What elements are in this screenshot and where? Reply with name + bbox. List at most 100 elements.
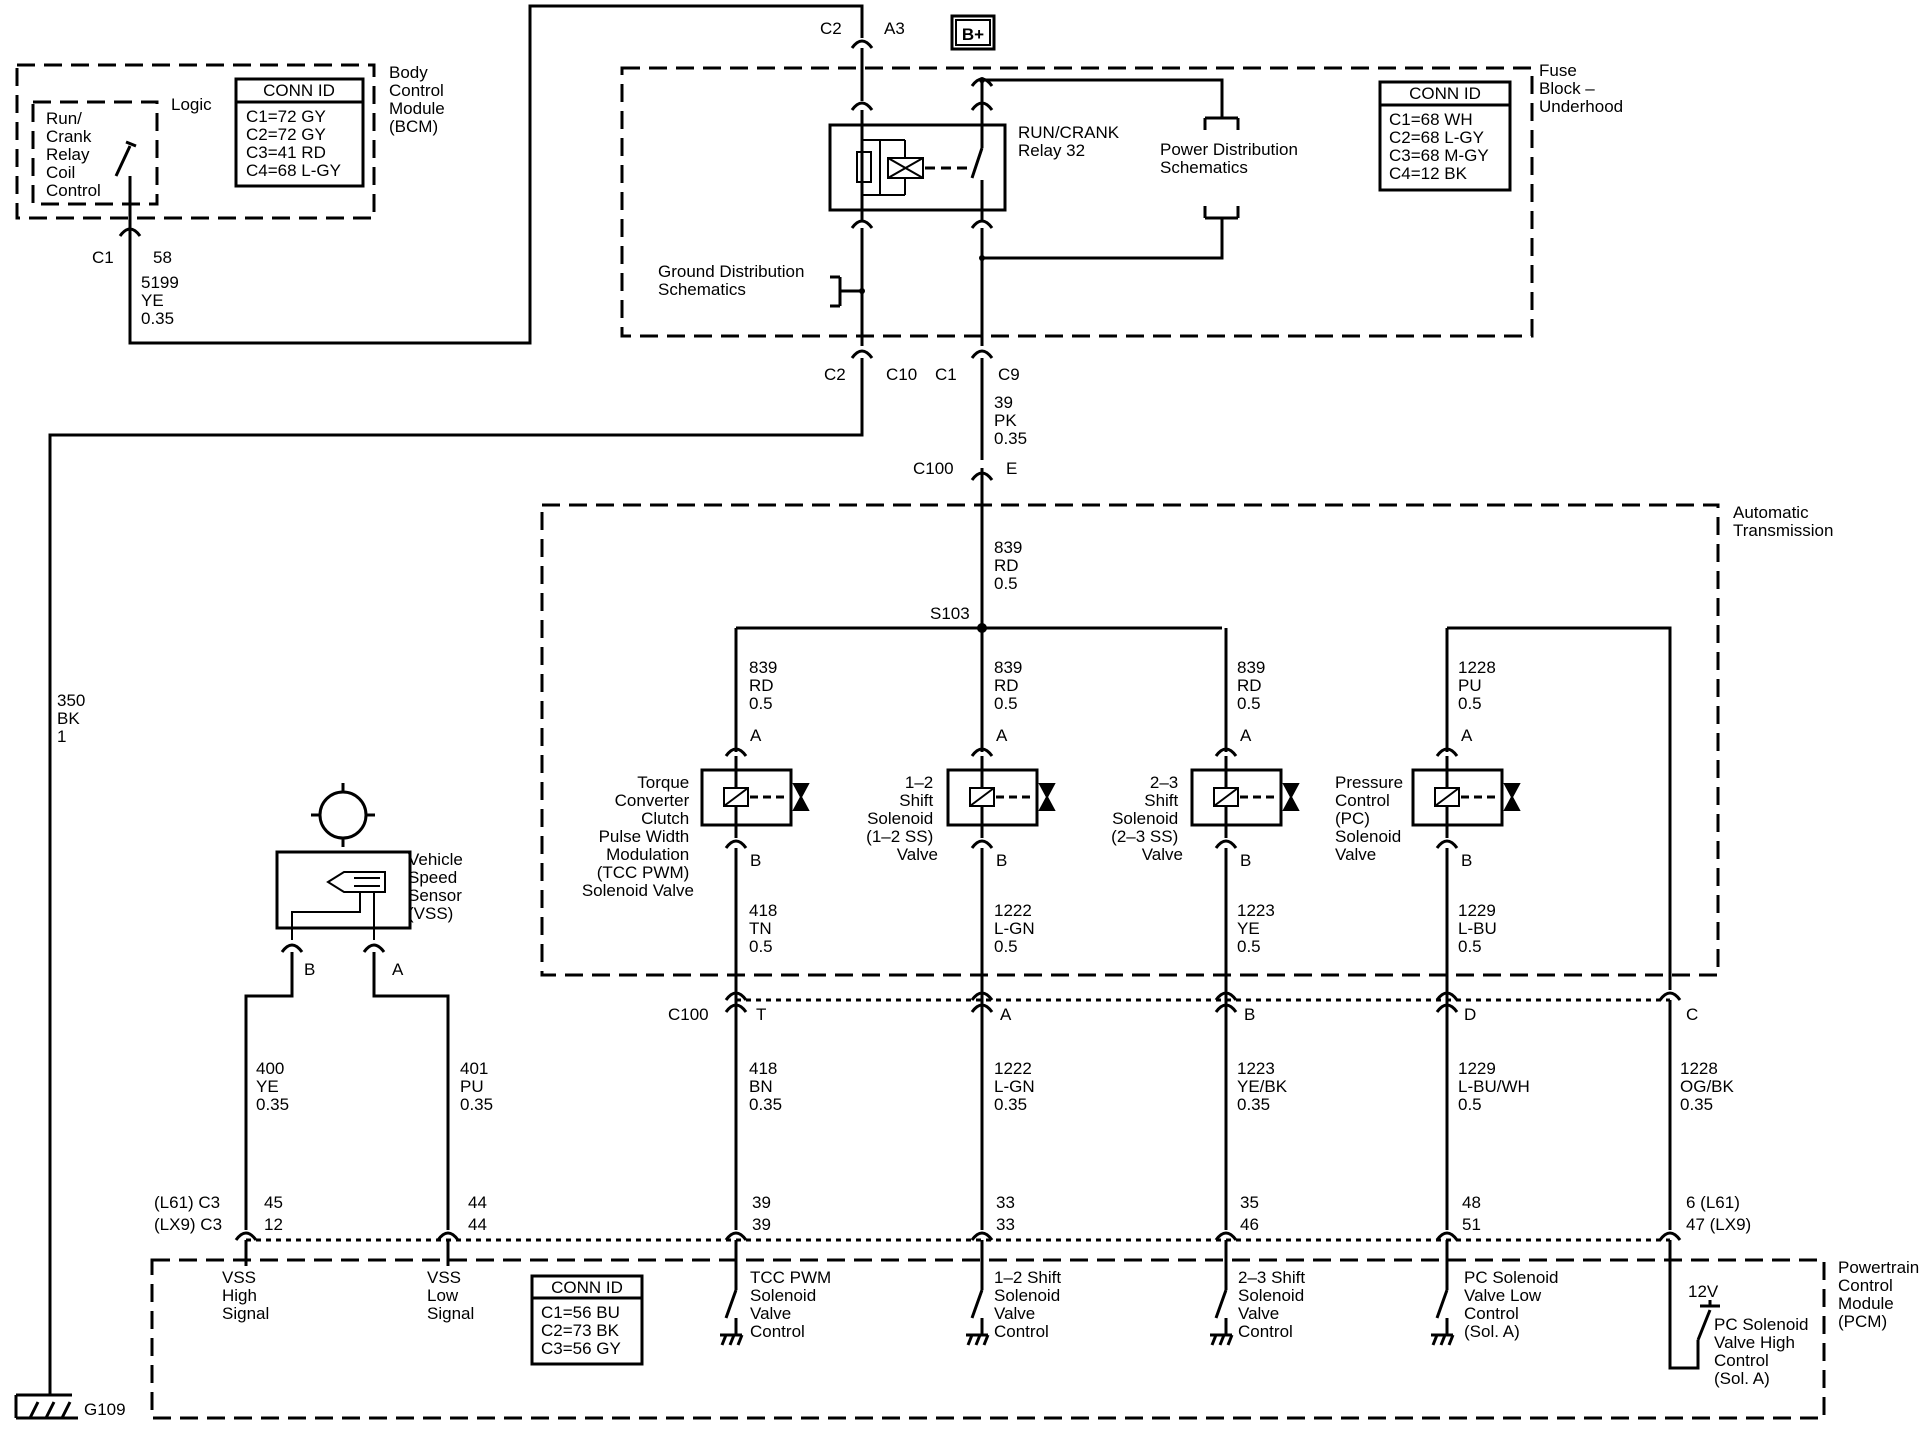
auto-trans-outline bbox=[540, 503, 1720, 977]
bcm-block-label: Run/ Crank Relay Coil Control bbox=[46, 109, 101, 200]
solenoid-label-12ss: 1–2 Shift Solenoid (1–2 SS) Valve bbox=[866, 773, 938, 864]
svg-text:C2=72 GY: C2=72 GY bbox=[246, 125, 326, 144]
pin-a-label: A bbox=[996, 726, 1008, 745]
c100-pin-b: B bbox=[1244, 1005, 1255, 1024]
pcm-pin-bottom: 46 bbox=[1240, 1215, 1259, 1234]
low-side-switch bbox=[1435, 1260, 1449, 1335]
solenoid-23ss: AB bbox=[1190, 628, 1300, 1230]
fuse-block: Fuse Block – Underhood bbox=[1539, 61, 1623, 116]
pin-b-label: B bbox=[1240, 851, 1251, 870]
module-outlines bbox=[15, 63, 1826, 1420]
solenoid-label-pc: Pressure Control (PC) Solenoid Valve bbox=[1335, 773, 1408, 864]
wire-1222-out-label: 1222 L-GN 0.35 bbox=[994, 1059, 1039, 1114]
pcm-connector bbox=[970, 1231, 994, 1241]
wire-401-label: 401 PU 0.35 bbox=[460, 1059, 493, 1114]
wire-418-in-label: 418 TN 0.5 bbox=[749, 901, 782, 956]
wire-400-label: 400 YE 0.35 bbox=[256, 1059, 289, 1114]
low-side-switch bbox=[724, 1260, 738, 1335]
bcm-inner-block bbox=[31, 100, 159, 206]
pin-a-label: A bbox=[1240, 726, 1252, 745]
wire-418-out-label: 418 BN 0.35 bbox=[749, 1059, 782, 1114]
splice-s103-label: S103 bbox=[930, 604, 970, 623]
conn-table-pcm: CONN ID C1=56 BU C2=73 BK C3=56 GY bbox=[530, 1274, 644, 1366]
solenoid-12ss: AB bbox=[946, 628, 1056, 1230]
svg-text:C100: C100 bbox=[913, 459, 954, 478]
bcm-connector: C1 58 bbox=[92, 227, 172, 267]
conn-table-bcm: CONN ID C1=72 GY C2=72 GY C3=41 RD C4=68… bbox=[234, 77, 365, 188]
c100-connector-half bbox=[1435, 1003, 1459, 1013]
pcm-connector bbox=[724, 1231, 748, 1241]
pin-b-label: B bbox=[750, 851, 761, 870]
pin-b-label: B bbox=[996, 851, 1007, 870]
pcm-pin-top: 39 bbox=[752, 1193, 771, 1212]
pcm-outline bbox=[150, 1258, 1826, 1420]
connector-c2-a3: C2 A3 bbox=[820, 19, 905, 49]
solenoid-coil-slash bbox=[723, 787, 749, 807]
wire-1229-out-label: 1229 L-BU/WH 0.5 bbox=[1458, 1059, 1535, 1114]
pcm-ss12-label: 1–2 Shift Solenoid Valve Control bbox=[994, 1268, 1066, 1341]
c100-conn-c bbox=[1658, 991, 1682, 1001]
pin-a-connector bbox=[1214, 747, 1238, 757]
svg-text:C2=73 BK: C2=73 BK bbox=[541, 1321, 620, 1340]
pcm-connector bbox=[1214, 1231, 1238, 1241]
auto-trans-name: Automatic Transmission bbox=[1733, 503, 1833, 540]
svg-text:Ground Distribution: Ground Distribution bbox=[658, 262, 804, 281]
wire-839-2-label: 839 RD 0.5 bbox=[994, 658, 1027, 713]
wire-839-1-label: 839 RD 0.5 bbox=[749, 658, 782, 713]
svg-text:C1=56 BU: C1=56 BU bbox=[541, 1303, 620, 1322]
wire-1223-out-label: 1223 YE/BK 0.35 bbox=[1237, 1059, 1292, 1114]
pcm-pin-top: 35 bbox=[1240, 1193, 1259, 1212]
power-dist-ref bbox=[982, 116, 1240, 260]
svg-text:C1: C1 bbox=[935, 365, 957, 384]
pin-b-connector bbox=[724, 839, 748, 849]
wire-5199-label: 5199 YE 0.35 bbox=[141, 273, 184, 328]
wire-400 bbox=[244, 952, 294, 1230]
pcm-pin-top: 33 bbox=[996, 1193, 1015, 1212]
bcm-outline bbox=[15, 63, 376, 220]
svg-text:C3=68 M-GY: C3=68 M-GY bbox=[1389, 146, 1489, 165]
pcm-pc-high-label: PC Solenoid Valve High Control (Sol. A) bbox=[1714, 1315, 1813, 1388]
pcm-pin-bottom: 51 bbox=[1462, 1215, 1481, 1234]
svg-text:G109: G109 bbox=[84, 1400, 126, 1419]
c100-connector bbox=[1214, 991, 1238, 1001]
solenoid-coil-slash bbox=[1213, 787, 1239, 807]
vss-sensor: B A Vehicle Speed Sensor (VSS) bbox=[275, 783, 468, 979]
pin-b-connector bbox=[1435, 839, 1459, 849]
svg-text:CONN ID: CONN ID bbox=[1409, 84, 1481, 103]
wire-401 bbox=[372, 952, 450, 1230]
svg-text:Vehicle Speed Sens: Vehicle Speed Sensor (VSS) bbox=[408, 850, 468, 923]
wire-1228-up-label: 1228 PU 0.5 bbox=[1458, 658, 1501, 713]
svg-text:Relay 32: Relay 32 bbox=[1018, 141, 1085, 160]
svg-text:E: E bbox=[1006, 459, 1017, 478]
pcm-vss-high: VSS High Signal bbox=[222, 1268, 269, 1323]
valve-icon bbox=[1282, 783, 1300, 811]
wire-1223-in-label: 1223 YE 0.5 bbox=[1237, 901, 1280, 956]
pcm-12v-label: 12V bbox=[1688, 1282, 1719, 1301]
bplus-feed bbox=[980, 78, 1224, 118]
svg-text:Schematics: Schematics bbox=[658, 280, 746, 299]
pin-a-connector bbox=[724, 747, 748, 757]
pcm-name: Powertrain Control Module (PCM) bbox=[1838, 1258, 1924, 1331]
ground-symbol bbox=[1210, 1333, 1234, 1346]
svg-text:CONN ID: CONN ID bbox=[551, 1278, 623, 1297]
pcm-conn-lx9: (LX9) C3 bbox=[154, 1215, 222, 1234]
bcm-switch bbox=[114, 140, 137, 177]
svg-text:C3=41 RD: C3=41 RD bbox=[246, 143, 326, 162]
ground-symbol bbox=[966, 1333, 990, 1346]
wire-1229-in-label: 1229 L-BU 0.5 bbox=[1458, 901, 1501, 956]
pcm-pin-bottom: 12 bbox=[264, 1215, 283, 1234]
wire-39-label: 39 PK 0.35 bbox=[994, 393, 1027, 448]
pcm-pin-bottom: 47 (LX9) bbox=[1686, 1215, 1751, 1234]
pcm-pin-top: 48 bbox=[1462, 1193, 1481, 1212]
wire-5199 bbox=[128, 4, 864, 345]
pin-a-connector bbox=[1435, 747, 1459, 757]
svg-text:C9: C9 bbox=[998, 365, 1020, 384]
svg-text:58: 58 bbox=[153, 248, 172, 267]
solenoid-pc: AB bbox=[1411, 726, 1521, 1230]
svg-text:CONN ID: CONN ID bbox=[263, 81, 335, 100]
run-crank-relay: RUN/CRANK Relay 32 bbox=[828, 48, 1120, 229]
c100-connector-half bbox=[970, 1003, 994, 1013]
